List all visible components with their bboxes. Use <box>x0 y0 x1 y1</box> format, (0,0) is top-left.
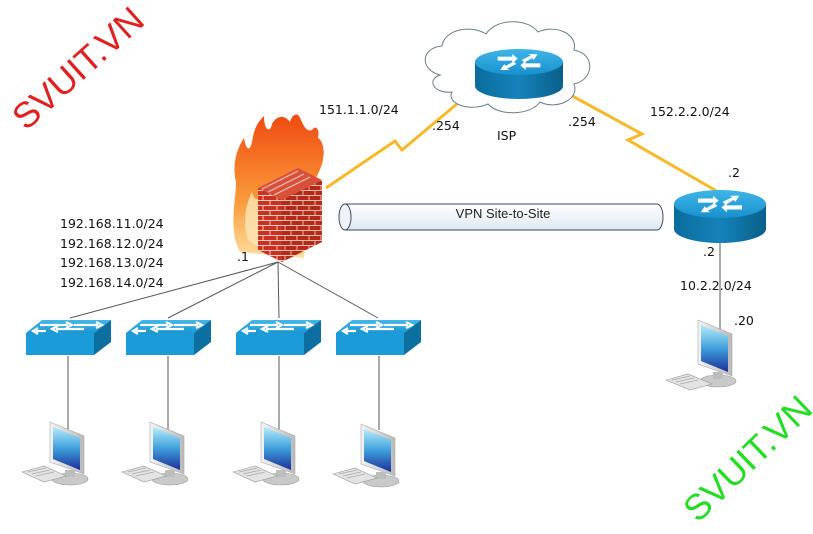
isp-label: ISP <box>497 128 517 143</box>
lan-subnet-list: 192.168.11.0/24 192.168.12.0/24 192.168.… <box>60 214 164 292</box>
lan-subnet: 192.168.11.0/24 <box>60 216 164 231</box>
isp-router-icon <box>475 49 563 99</box>
serial-link-wan-left <box>325 91 471 190</box>
lan-links <box>67 242 721 430</box>
pc-icon <box>332 423 400 488</box>
pc-icon <box>121 421 189 486</box>
wan-right-subnet-label: 152.2.2.0/24 <box>650 104 730 119</box>
switch-icon <box>236 320 321 355</box>
branch-router-icon <box>674 190 766 243</box>
serial-link-wan-right <box>564 90 721 195</box>
firewall-ip-label: .1 <box>237 249 249 264</box>
isp-left-ip-label: .254 <box>432 118 460 133</box>
vpn-tunnel <box>338 203 664 231</box>
isp-right-ip-label: .254 <box>568 114 596 129</box>
lan-subnet: 192.168.12.0/24 <box>60 235 164 251</box>
branch-pc-icon <box>665 319 737 391</box>
switch-icon <box>336 320 421 355</box>
branch-pc-ip-label: .20 <box>734 313 754 328</box>
lan-subnet: 192.168.13.0/24 <box>60 255 164 270</box>
branch-lan-ip-label: .2 <box>703 244 715 259</box>
pc-icon <box>21 421 89 486</box>
pc-icons <box>21 319 737 488</box>
switch-icon <box>126 320 211 355</box>
vpn-label: VPN Site-to-Site <box>455 206 551 221</box>
branch-lan-subnet-label: 10.2.2.0/24 <box>680 278 752 293</box>
lan-subnet: 192.168.14.0/24 <box>60 274 164 290</box>
switch-icons <box>26 320 421 355</box>
pc-icon <box>232 421 300 486</box>
branch-wan-ip-label: .2 <box>728 165 740 180</box>
switch-icon <box>26 320 111 355</box>
wan-left-subnet-label: 151.1.1.0/24 <box>319 102 399 117</box>
firewall-icon <box>233 114 324 262</box>
